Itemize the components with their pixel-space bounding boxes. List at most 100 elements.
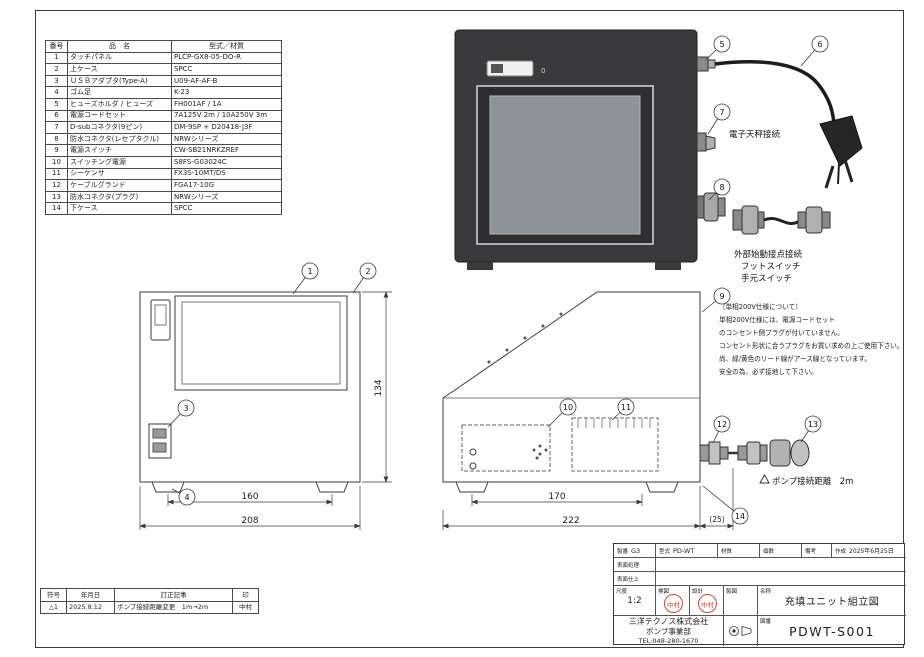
svg-text:4: 4 [184, 493, 189, 502]
touch-panel-outline [174, 295, 348, 391]
svg-text:13: 13 [808, 420, 818, 429]
note-line: 単相200V仕様には、電源コードセット [719, 316, 836, 324]
screw-hole [469, 462, 477, 470]
company-division: ポンプ事業部 [646, 627, 691, 637]
callout-5: 5 [705, 35, 731, 61]
front-view [139, 291, 361, 493]
name-label: 名称 [760, 589, 772, 595]
external-cable-assembly [732, 205, 831, 235]
part-model: SPCC [171, 202, 282, 215]
seiban-label: 製番 [617, 548, 629, 555]
quantity-cell: 個数 [760, 544, 802, 558]
projection-symbol-icon [728, 625, 751, 637]
note-line: 尚、緑/黄色のリード線がアース線となっています。 [719, 355, 871, 363]
rubber-foot [455, 481, 489, 493]
plug-tail [797, 211, 807, 229]
part-number: 10 [45, 155, 68, 169]
dsub-connector [696, 132, 707, 152]
touch-panel-screen [489, 95, 641, 235]
foot-switch-label: フットスイッチ [741, 262, 801, 272]
rev-col-date: 年月日 [66, 588, 115, 602]
rev-description: ポンプ接続距離変更 1m→2m [114, 600, 233, 614]
part-model: FGA17-10G [171, 179, 282, 192]
power-plug [819, 115, 863, 167]
plug-ground-pin [837, 162, 840, 185]
parts-table-header: 番号 品 名 型式／材質 [45, 40, 282, 53]
plug-nut [821, 211, 831, 229]
part-name: シーケンサ [67, 167, 172, 181]
dimensions [139, 291, 734, 530]
pump-distance-label: ポンプ接続距離 2m [772, 476, 853, 487]
title-block: 製番 G3 型式 PD-WT 材質 個数 備考 作成 2025年6月25日 表面… [613, 543, 906, 646]
part-model: S8FS-G03024C [171, 155, 282, 169]
rubber-foot [315, 481, 349, 493]
design-cell: 設計 中村 [690, 586, 724, 616]
svg-text:12: 12 [717, 420, 727, 429]
balance-connection-label: 電子天秤接続 [729, 129, 781, 140]
pump-distance-note: ポンプ接続距離 2m [759, 473, 853, 487]
svg-text:1: 1 [307, 267, 312, 276]
surface-finish-cell: 表面仕上 [614, 572, 656, 586]
pump-connector [728, 439, 810, 467]
power-cord [714, 60, 863, 189]
model-cell: 型式 PD-WT [656, 544, 718, 558]
drawing-number: PDWT-S001 [789, 623, 875, 639]
parts-table: 番号 品 名 型式／材質 1 タッチパネル PLCP-GX8-05-DO-R 2… [45, 40, 282, 215]
rev-date: 2025.8.12 [66, 600, 115, 614]
receptacle-body [703, 192, 719, 222]
foot [655, 262, 681, 270]
note-title: 〔単相200V仕様について〕 [719, 303, 802, 311]
hand-switch-label: 手元スイッチ [741, 273, 792, 284]
rev-col-symbol: 符号 [40, 588, 67, 602]
design-stamp: 中村 [698, 594, 717, 613]
material-cell: 材質 [718, 544, 760, 558]
col-header-model: 型式／材質 [171, 40, 282, 53]
scale-value: 1:2 [627, 595, 642, 606]
table-row: 12 ケーブルグランド FGA17-10G [45, 179, 282, 192]
device-rear-view: 0 [454, 29, 698, 270]
part-model: FX3S-10MT/DS [171, 167, 282, 181]
name-cell: 名称 充填ユニット組立図 [758, 586, 906, 616]
drawing-title: 充填ユニット組立図 [784, 597, 880, 608]
waterproof-plug [805, 206, 823, 234]
part-model: NRWシリーズ [171, 132, 282, 146]
callout-14: 14 [702, 485, 749, 525]
callout-10: 10 [547, 398, 577, 428]
svg-text:7: 7 [719, 108, 724, 117]
part-name: 防水コネクタ(レセプタクル) [67, 132, 172, 146]
table-row: 7 D-subコネクタ(9ピン) DM-9SP + D20418-J3F [45, 121, 282, 134]
revision-mark-icon [759, 473, 770, 484]
callout-9: 9 [701, 287, 731, 313]
surface-treatment-label: 表面処理 [617, 562, 640, 569]
draft-cell: 製図 [724, 586, 758, 616]
rubber-foot [151, 481, 185, 493]
external-start-label: 外部始動接点接続 [734, 249, 803, 260]
quantity-label: 個数 [763, 548, 775, 555]
dimension-labels: 134 160 208 170 222 (25) [241, 379, 724, 526]
table-row: 14 下ケース SPCC [45, 202, 282, 215]
screw-hole [469, 448, 477, 456]
revision-table: 符号 年月日 訂正記事 印 △1 2025.8.12 ポンプ接続距離変更 1m→… [40, 588, 259, 614]
seiban-cell: 製番 G3 [614, 544, 656, 558]
seiban-value: G3 [631, 546, 641, 555]
design-label: 設計 [692, 589, 704, 595]
part-model: CW-SB21NRKZREF [171, 144, 282, 157]
remarks-cell: 備考 [802, 544, 832, 558]
callout-4: 4 [171, 488, 196, 506]
svg-text:10: 10 [563, 403, 573, 412]
plug-prong [824, 165, 835, 189]
waterproof-receptacle [696, 195, 705, 219]
usb-adapter [148, 423, 172, 459]
receptacle-nut [717, 197, 726, 217]
part-name: ケーブルグランド [67, 179, 172, 192]
svg-text:5: 5 [719, 40, 724, 49]
table-row: 5 ヒューズホルダ / ヒューズ FH001AF / 1A [45, 97, 282, 111]
check-label: 検図 [658, 589, 670, 595]
callout-3: 3 [167, 399, 195, 428]
panel-screws [487, 312, 563, 364]
check-stamp: 中村 [664, 594, 683, 613]
table-row: 6 電源コードセット 7A125V 2m / 10A250V 3m [45, 109, 282, 123]
created-value: 2025年6月25日 [849, 548, 894, 555]
plc-hidden-outline [571, 417, 659, 472]
